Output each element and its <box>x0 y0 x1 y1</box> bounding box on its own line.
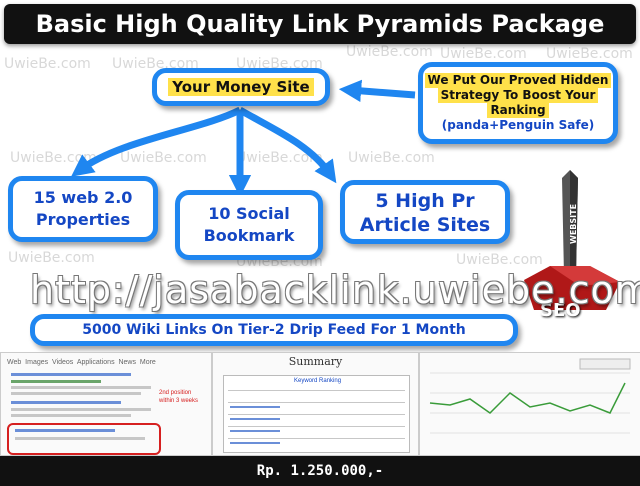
search-results-screenshot: Web Images Videos Applications News More… <box>0 352 212 456</box>
wiki-links-label: 5000 Wiki Links On Tier-2 Drip Feed For … <box>82 322 466 338</box>
watermark: UwieBe.com <box>346 44 433 60</box>
title-bar: Basic High Quality Link Pyramids Package <box>4 4 636 44</box>
money-site-label: Your Money Site <box>168 78 314 96</box>
watermark: UwieBe.com <box>8 250 95 266</box>
strategy-line: We Put Our Proved Hidden <box>423 73 613 88</box>
page-title: Basic High Quality Link Pyramids Package <box>35 10 605 38</box>
article-sites-box: 5 High Pr Article Sites <box>340 180 510 244</box>
keyword-header: Keyword Ranking <box>294 378 342 384</box>
social-line-1: 10 Social <box>208 204 290 223</box>
search-tab: Videos <box>52 359 74 366</box>
money-site-box: Your Money Site <box>152 68 330 106</box>
ranking-graph-screenshot <box>419 352 640 456</box>
watermark: UwieBe.com <box>120 150 207 166</box>
search-tabs: Web Images Videos Applications News More <box>7 359 156 366</box>
summary-table: Keyword Ranking <box>223 375 410 453</box>
strategy-line-1: We Put Our Proved Hidden <box>424 73 612 88</box>
seo-badge: SEO <box>540 300 581 321</box>
position-note: 2nd position within 3 weeks <box>159 390 199 404</box>
search-tab: More <box>139 359 156 366</box>
arrow-strategy-to-money <box>338 79 416 103</box>
price-bar <box>0 456 640 486</box>
summary-screenshot: Summary Keyword Ranking <box>212 352 419 456</box>
watermark: UwieBe.com <box>4 56 91 72</box>
social-bookmark-box: 10 Social Bookmark <box>175 190 323 260</box>
arrow-money-to-web20 <box>71 106 242 177</box>
strategy-line: Ranking <box>423 103 613 118</box>
web20-line-2: Properties <box>35 210 131 229</box>
article-line-2: Article Sites <box>359 214 491 236</box>
price-label: Rp. 1.250.000,- <box>256 463 384 479</box>
search-tab: Web <box>7 359 22 366</box>
strategy-line-3: Ranking <box>487 103 549 118</box>
search-tab: Applications <box>76 359 115 366</box>
article-line-1: 5 High Pr <box>375 190 475 212</box>
website-label: WEBSITE <box>569 204 578 244</box>
website-url: http://jasabacklink.uwiebe.com <box>30 268 640 312</box>
strategy-line-2: Strategy To Boost Your <box>437 88 599 103</box>
watermark: UwieBe.com <box>546 46 633 62</box>
watermark: UwieBe.com <box>440 46 527 62</box>
strategy-line: Strategy To Boost Your <box>423 88 613 103</box>
seo-tower-graphic: WEBSITE <box>524 170 620 310</box>
watermark: UwieBe.com <box>348 150 435 166</box>
watermark: UwieBe.com <box>10 150 97 166</box>
strategy-line-4: (panda+Penguin Safe) <box>441 118 595 132</box>
social-line-2: Bookmark <box>203 226 295 245</box>
web20-box: 15 web 2.0 Properties <box>8 176 158 242</box>
wiki-links-box: 5000 Wiki Links On Tier-2 Drip Feed For … <box>30 314 518 346</box>
web20-line-1: 15 web 2.0 <box>33 188 133 207</box>
watermark: UwieBe.com <box>236 150 323 166</box>
arrow-money-to-article <box>238 106 337 184</box>
search-tab: Images <box>25 359 49 366</box>
search-tab: News <box>118 359 136 366</box>
summary-title: Summary <box>288 355 343 368</box>
strategy-box: We Put Our Proved Hidden Strategy To Boo… <box>418 62 618 144</box>
ranking-graph <box>429 358 631 434</box>
